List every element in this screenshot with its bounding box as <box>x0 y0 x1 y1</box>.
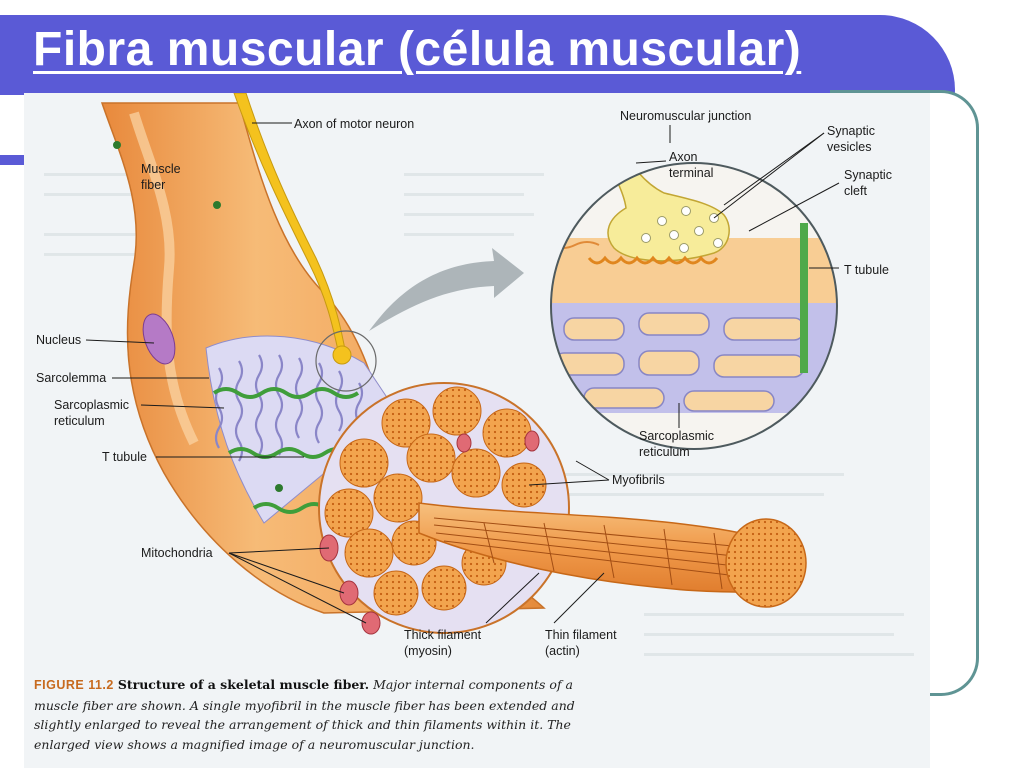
mitochondria-shapes <box>319 430 540 635</box>
label-t-tubule: T tubule <box>102 450 147 464</box>
label-nucleus: Nucleus <box>36 333 81 347</box>
label-thick-filament-line1: Thick filament <box>404 628 482 642</box>
label-mitochondria: Mitochondria <box>141 546 213 560</box>
label-synaptic-cleft-line2: cleft <box>844 184 867 198</box>
label-thin-filament-line2: (actin) <box>545 644 580 658</box>
muscle-fiber-diagram: Axon of motor neuron Muscle fiber Nucleu… <box>36 93 914 658</box>
caption-title: Structure of a skeletal muscle fiber. <box>117 677 370 692</box>
label-synaptic-vesicles-line2: vesicles <box>827 140 871 154</box>
label-synaptic-cleft-line1: Synaptic <box>844 168 892 182</box>
label-nmj: Neuromuscular junction <box>620 109 751 123</box>
filament-lines <box>433 517 755 590</box>
nucleus-shape <box>142 313 176 365</box>
leader-lines <box>85 122 840 624</box>
slide-title: Fibra muscular (célula muscular) <box>33 23 802 76</box>
label-thin-filament-line1: Thin filament <box>545 628 617 642</box>
title-band-notch <box>0 95 24 155</box>
caption-text: Major internal components of a muscle fi… <box>34 677 575 752</box>
label-axon-terminal-line2: terminal <box>669 166 713 180</box>
label-inset-sr-line1: Sarcoplasmic <box>639 429 714 443</box>
label-sarcoplasmic-line1: Sarcoplasmic <box>54 398 129 412</box>
label-thick-filament-line2: (myosin) <box>404 644 452 658</box>
label-sarcolemma: Sarcolemma <box>36 371 106 385</box>
label-axon-motor-neuron: Axon of motor neuron <box>294 117 414 131</box>
nmj-inset <box>551 163 837 449</box>
figure-caption: FIGURE 11.2 Structure of a skeletal musc… <box>34 675 614 754</box>
label-inset-t-tubule: T tubule <box>844 263 889 277</box>
label-inset-sr-line2: reticulum <box>639 445 690 459</box>
junction-highlight-circle <box>315 330 377 392</box>
label-sarcoplasmic-line2: reticulum <box>54 414 105 428</box>
label-muscle-fiber-line2: fiber <box>141 178 165 192</box>
myofibril-bundles <box>324 386 547 616</box>
label-muscle-fiber-line1: Muscle <box>141 162 181 176</box>
label-myofibrils: Myofibrils <box>612 473 665 487</box>
magnify-arrow <box>369 248 524 331</box>
nmj-inset-border <box>550 162 838 450</box>
figure-panel: Axon of motor neuron Muscle fiber Nucleu… <box>24 93 930 768</box>
caption-figure-number: FIGURE 11.2 <box>34 678 114 692</box>
myofibril-end <box>725 518 807 608</box>
label-axon-terminal-line1: Axon <box>669 150 698 164</box>
label-synaptic-vesicles-line1: Synaptic <box>827 124 875 138</box>
